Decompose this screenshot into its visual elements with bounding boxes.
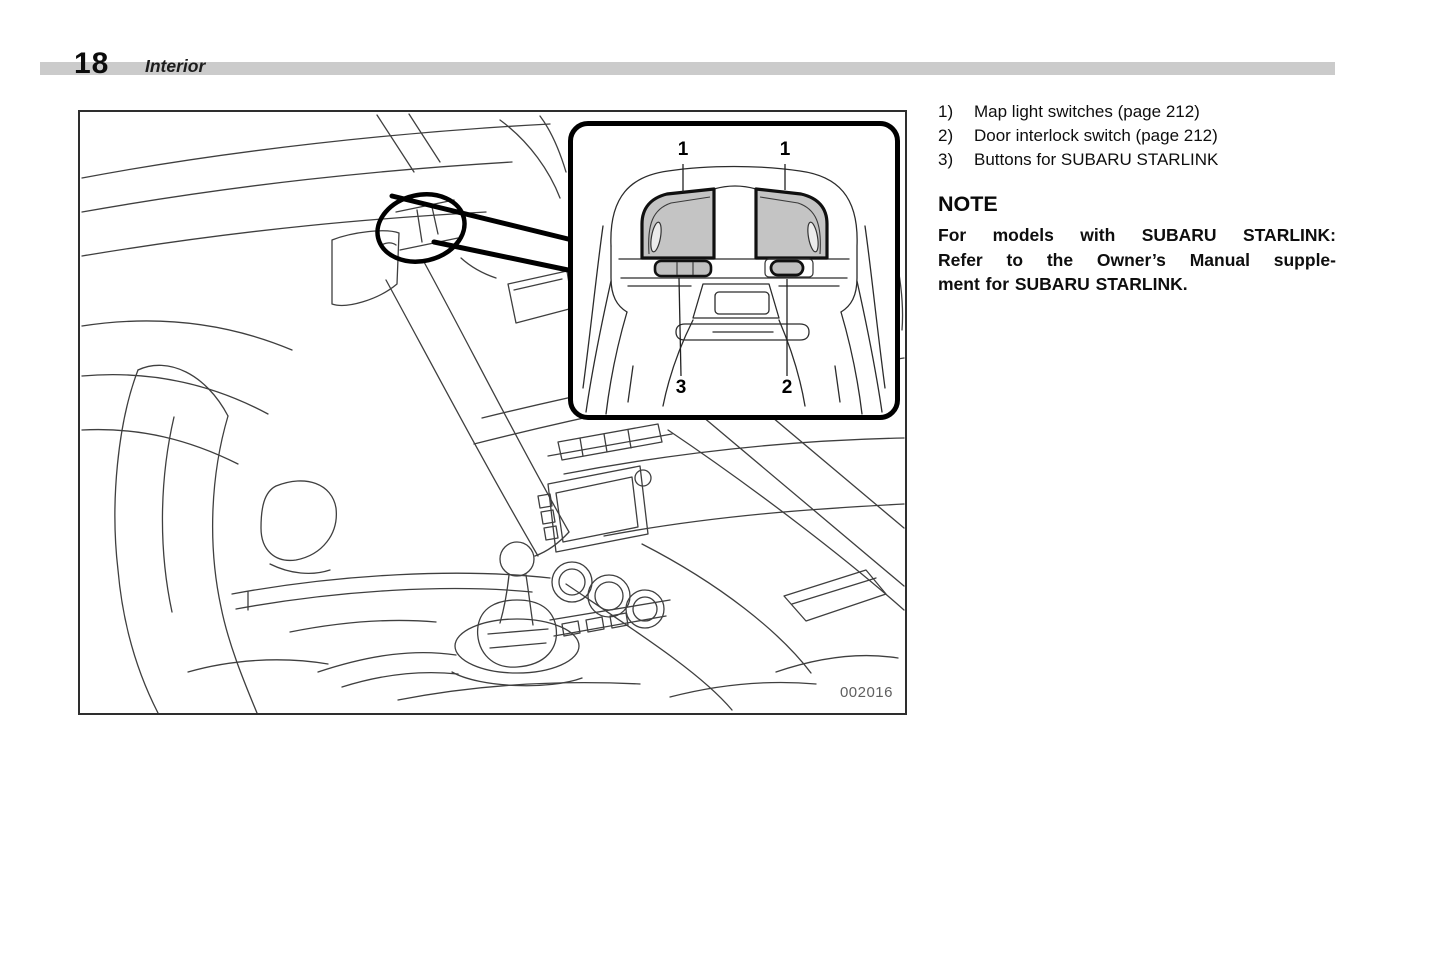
header-rule-bar bbox=[40, 62, 1335, 75]
starlink-buttons-drawing bbox=[653, 259, 713, 278]
note-line: For models with SUBARU STARLINK: bbox=[938, 225, 1336, 245]
legend-item-starlink-buttons: 3) Buttons for SUBARU STARLINK bbox=[938, 148, 1338, 172]
note-paragraph: For models with SUBARU STARLINK: Refer t… bbox=[938, 223, 1338, 297]
note-heading: NOTE bbox=[938, 192, 998, 216]
overhead-console-callout: 1 1 3 2 bbox=[568, 121, 900, 420]
callout-label-door-interlock: 2 bbox=[781, 377, 793, 398]
callout-label-map-light-left: 1 bbox=[677, 139, 689, 160]
callout-leader-bottom bbox=[431, 239, 571, 273]
legend-column: 1) Map light switches (page 212) 2) Door… bbox=[938, 100, 1338, 297]
door-interlock-switch-drawing bbox=[769, 259, 805, 277]
callout-leader-top bbox=[389, 193, 571, 242]
legend-number: 3) bbox=[938, 150, 954, 169]
note-line: Refer to the Owner’s Manual supple- bbox=[938, 249, 1336, 270]
callout-label-starlink-buttons: 3 bbox=[675, 377, 687, 398]
legend-text: Door interlock switch (page 212) bbox=[974, 126, 1218, 145]
figure-frame: 1 1 3 2 002016 bbox=[78, 110, 907, 715]
note-line: ment for SUBARU STARLINK. bbox=[938, 274, 1188, 294]
page-number: 18 bbox=[74, 47, 110, 80]
figure-code: 002016 bbox=[839, 684, 893, 701]
callout-label-map-light-right: 1 bbox=[779, 139, 791, 160]
legend-item-door-interlock: 2) Door interlock switch (page 212) bbox=[938, 124, 1338, 148]
legend-item-map-lights: 1) Map light switches (page 212) bbox=[938, 100, 1338, 124]
legend-number: 2) bbox=[938, 126, 954, 145]
legend-text: Buttons for SUBARU STARLINK bbox=[974, 150, 1219, 169]
overhead-console-drawing bbox=[582, 164, 886, 415]
section-title: Interior bbox=[145, 56, 206, 76]
legend-number: 1) bbox=[938, 102, 954, 121]
legend-text: Map light switches (page 212) bbox=[974, 102, 1200, 121]
console-highlight-loop bbox=[375, 192, 467, 264]
